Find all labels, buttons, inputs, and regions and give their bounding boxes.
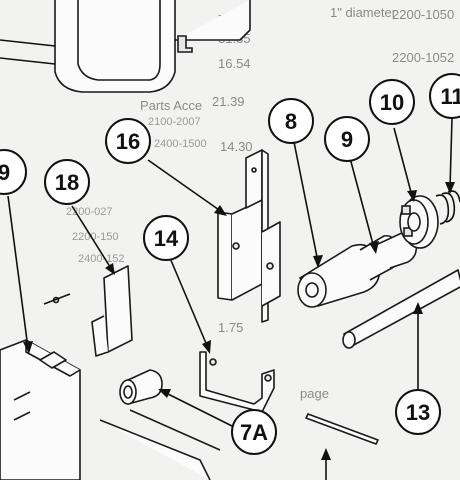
bg-text-diameter: 1" diameter	[330, 5, 397, 20]
callout-circle	[231, 409, 277, 455]
callout-label: 14	[154, 226, 179, 251]
callout-9: 9	[324, 116, 370, 162]
bg-text-price: 1.75	[218, 320, 243, 335]
callout-14: 14	[143, 215, 189, 261]
part-7a-bushing	[119, 369, 163, 405]
part-11-spring	[435, 190, 460, 225]
machine-body	[0, 339, 221, 480]
part-8-coupler	[297, 231, 418, 308]
callout-circle	[429, 73, 460, 119]
callout-13: 13	[395, 389, 441, 435]
part-10-castle-nut	[399, 195, 439, 249]
callout-circle	[324, 116, 370, 162]
bg-text-part-number: 2100-2007	[148, 116, 201, 128]
callout-label: 16	[116, 129, 140, 154]
callout-16: 16	[105, 118, 151, 164]
callout-label: 18	[55, 170, 79, 195]
bg-text-part-number: 2400-1500	[154, 138, 207, 150]
callout-9-left: 9	[0, 149, 27, 195]
callout-circle	[0, 149, 27, 195]
bg-text-heading: Parts Acce	[140, 98, 202, 113]
part-18-angle-bracket	[43, 265, 133, 357]
callout-circle	[105, 118, 151, 164]
background-parts-list: 1" diameter 77.20 81.35 16.54 2200-1050 …	[66, 5, 454, 401]
callout-label: 11	[440, 84, 460, 109]
callout-8: 8	[268, 98, 314, 144]
callout-circle	[143, 215, 189, 261]
callout-label: 7A	[240, 420, 268, 445]
pin	[305, 413, 379, 445]
callout-7a: 7A	[231, 409, 277, 455]
bg-text-price: 16.54	[218, 56, 251, 71]
callout-label: 9	[0, 160, 10, 185]
part-16-bracket	[217, 149, 281, 323]
callout-circle	[44, 159, 90, 205]
callout-label: 8	[285, 109, 297, 134]
bg-text-page: page	[300, 386, 329, 401]
bg-text-price: 21.39	[212, 94, 245, 109]
callout-label: 9	[341, 127, 353, 152]
part-14-u-bracket	[199, 351, 275, 413]
bg-text-price: 14.30	[220, 139, 253, 154]
bg-text-part-number: 2200-150	[72, 231, 119, 243]
bg-text-part-number: 2200-1050	[392, 7, 454, 22]
leader-lines	[7, 117, 455, 480]
frame-housing	[0, 0, 251, 93]
callout-circle	[369, 79, 415, 125]
callout-10: 10	[369, 79, 415, 125]
callout-circle	[268, 98, 314, 144]
part-13-shaft	[342, 269, 460, 349]
bg-text-part-number: 2200-1052	[392, 50, 454, 65]
callout-18: 18	[44, 159, 90, 205]
callout-11: 11	[429, 73, 460, 119]
callout-label: 10	[380, 90, 404, 115]
callout-label: 13	[406, 400, 430, 425]
bg-text-part-number: 2400-152	[78, 253, 125, 265]
callout-circle	[395, 389, 441, 435]
